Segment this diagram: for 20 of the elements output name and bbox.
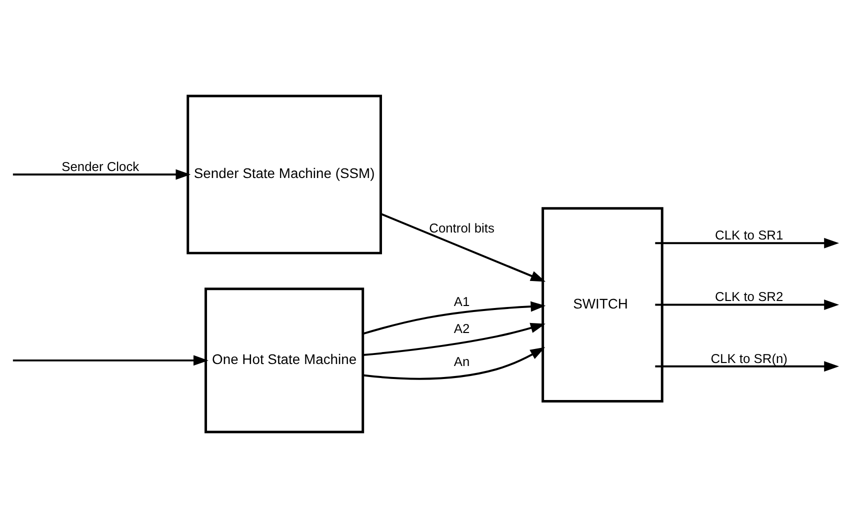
arrow — [655, 299, 840, 310]
arrow — [362, 346, 546, 380]
arrow — [655, 360, 840, 372]
edge-label: CLK to SR1 — [715, 227, 784, 242]
arrow — [362, 322, 546, 356]
node-box: SWITCH — [542, 206, 664, 402]
node-box: One Hot State Machine — [204, 287, 364, 433]
edge-label: A2 — [454, 320, 470, 336]
edge-label: Control bits — [429, 220, 494, 236]
edge-label: Sender Clock — [62, 158, 140, 174]
edge-label: CLK to SR2 — [715, 288, 784, 304]
node-box: Sender State Machine (SSM) — [186, 94, 382, 254]
edge-label: A1 — [454, 294, 470, 309]
arrow — [380, 212, 546, 282]
arrow — [12, 168, 191, 180]
edge-label: An — [454, 353, 470, 368]
arrow — [362, 300, 546, 334]
edge-label: CLK to SR(n) — [710, 350, 788, 366]
arrow — [655, 237, 840, 248]
arrow — [12, 354, 208, 366]
